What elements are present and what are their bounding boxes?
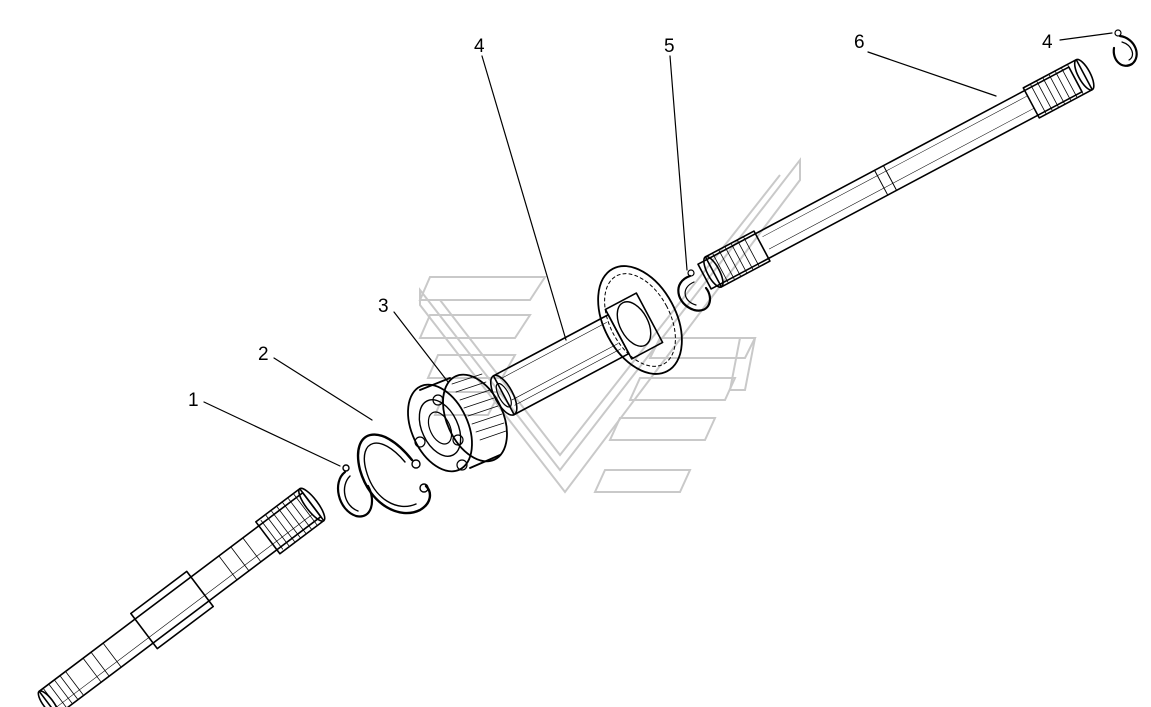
- callout-6: 6: [854, 32, 865, 53]
- callout-2: 2: [258, 344, 269, 365]
- end-snap-ring: [1112, 29, 1138, 67]
- callout-1: 1: [188, 390, 199, 411]
- callout-5: 5: [664, 36, 675, 57]
- watermark-logo: [418, 157, 801, 494]
- long-splined-shaft: [697, 58, 1095, 290]
- retaining-ring: [356, 433, 432, 515]
- callouts: 1 2 3 4 5 6 4: [188, 32, 1053, 411]
- small-circlip: [336, 464, 374, 518]
- watermark-stripe-4: [433, 391, 502, 416]
- watermark-stripe-1: [418, 276, 547, 301]
- leader-3: [393, 311, 449, 383]
- callout-3: 3: [378, 296, 389, 317]
- leader-4a: [481, 55, 567, 341]
- watermark-stripe-2: [418, 314, 532, 339]
- leader-6: [867, 51, 997, 97]
- callout-4a: 4: [474, 36, 485, 57]
- ball-bearing: [407, 373, 508, 473]
- watermark-bar-2: [628, 377, 737, 401]
- watermark-bar-1: [648, 337, 757, 359]
- leader-2: [273, 357, 373, 421]
- leader-1: [203, 401, 341, 467]
- leader-5: [669, 55, 688, 271]
- watermark-side: [728, 337, 757, 391]
- gear-hub-shaft: [489, 265, 683, 416]
- input-shaft: [37, 487, 326, 707]
- leader-lines: [203, 32, 1113, 467]
- leader-4b: [1059, 32, 1113, 41]
- watermark-stripe-3: [426, 354, 517, 379]
- watermark-bar-3: [608, 417, 717, 441]
- watermark-chevron-outer: [419, 157, 801, 494]
- callout-4b: 4: [1042, 32, 1053, 53]
- snap-ring: [677, 269, 712, 312]
- watermark-chevron-inner: [439, 174, 781, 457]
- watermark-bar-4: [593, 469, 692, 493]
